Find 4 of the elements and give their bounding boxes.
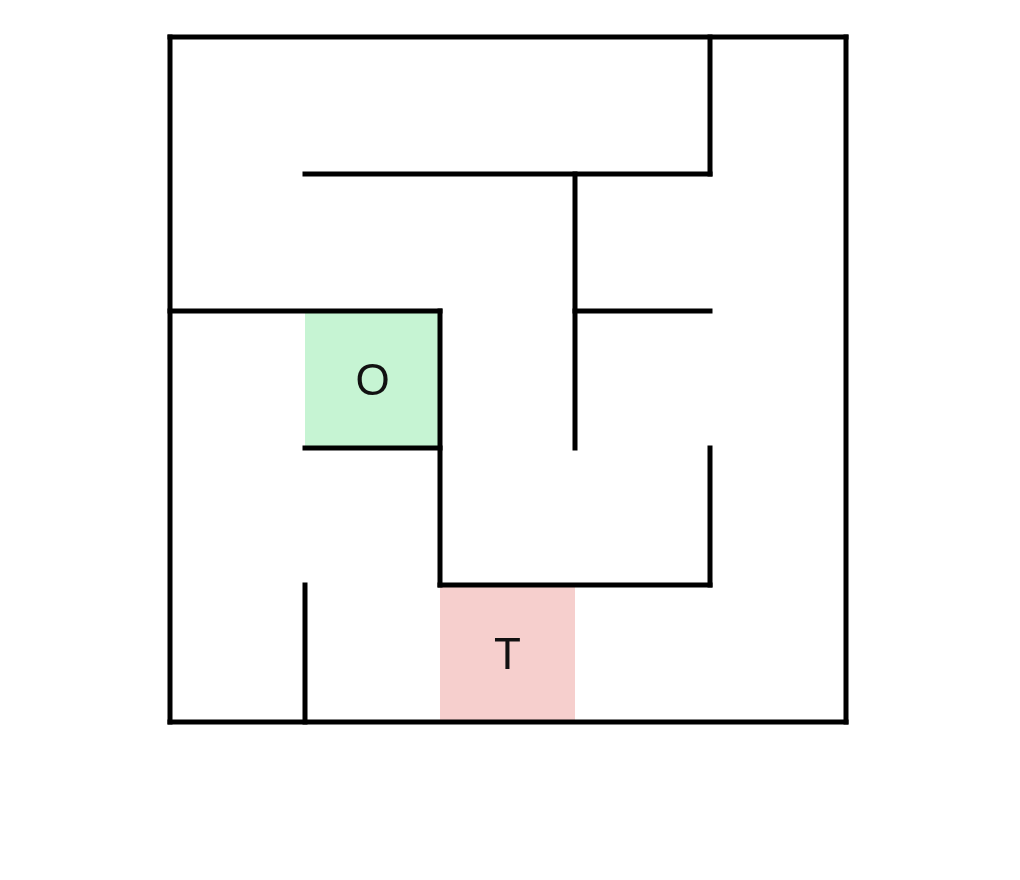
cell-letter: T	[494, 628, 521, 679]
cell-letter: O	[355, 354, 390, 405]
start-cell	[305, 311, 440, 448]
target-cell	[440, 585, 575, 722]
